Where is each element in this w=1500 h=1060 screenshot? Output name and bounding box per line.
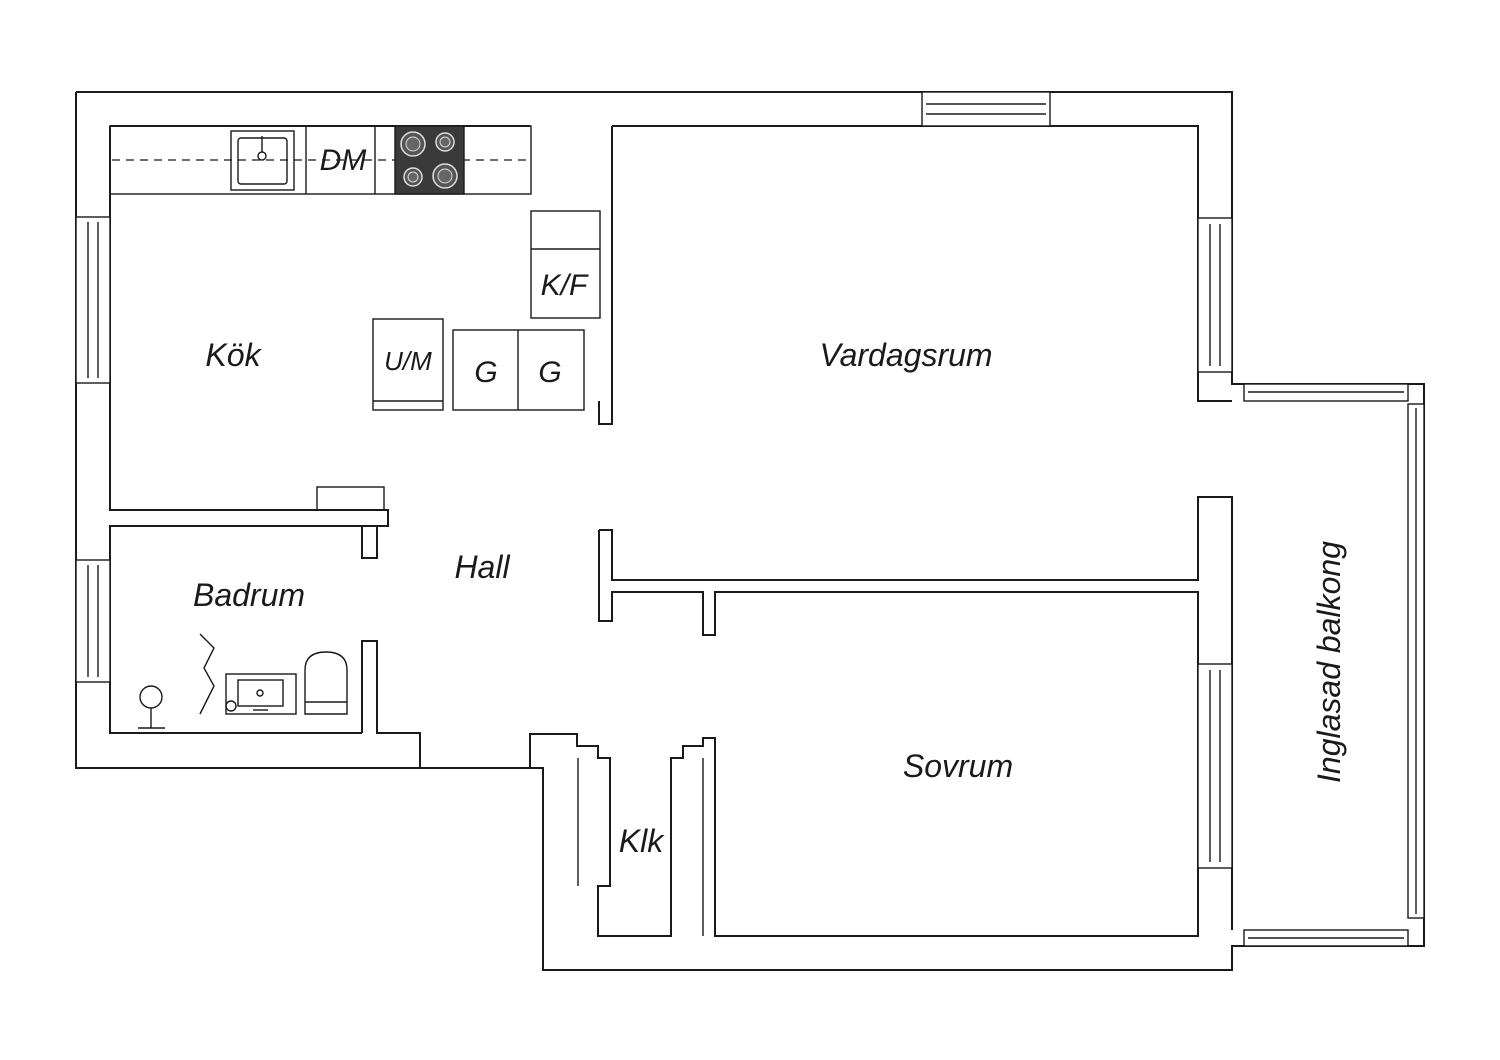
washbasin-icon <box>225 673 297 715</box>
room-label-kitchen: Kök <box>205 337 262 373</box>
windows <box>75 91 1425 947</box>
lower-cabinets <box>372 318 585 411</box>
cabinet-label-1: G <box>474 356 497 389</box>
dishwasher-label: DM <box>320 144 367 177</box>
stove-icon <box>394 125 465 195</box>
fridge-freezer-label: K/F <box>541 269 589 302</box>
kitchen-walls <box>110 125 1232 425</box>
bath-partition <box>316 486 421 768</box>
room-label-bedroom: Sovrum <box>903 748 1013 784</box>
fridge-freezer <box>530 210 601 319</box>
shower-icon <box>138 633 215 729</box>
room-label-living: Vardagsrum <box>819 337 992 373</box>
room-label-balcony: Inglasad balkong <box>1311 541 1347 783</box>
toilet-icon <box>304 651 348 715</box>
room-label-bathroom: Badrum <box>193 577 305 613</box>
living-bedroom-wall <box>529 496 1233 937</box>
room-label-hall: Hall <box>454 549 510 585</box>
room-label-closet: Klk <box>619 823 665 859</box>
kitchen-counter <box>109 125 532 195</box>
sink-icon <box>230 130 295 191</box>
cabinet-label-2: G <box>538 356 561 389</box>
oven-microwave-label: U/M <box>384 346 432 376</box>
